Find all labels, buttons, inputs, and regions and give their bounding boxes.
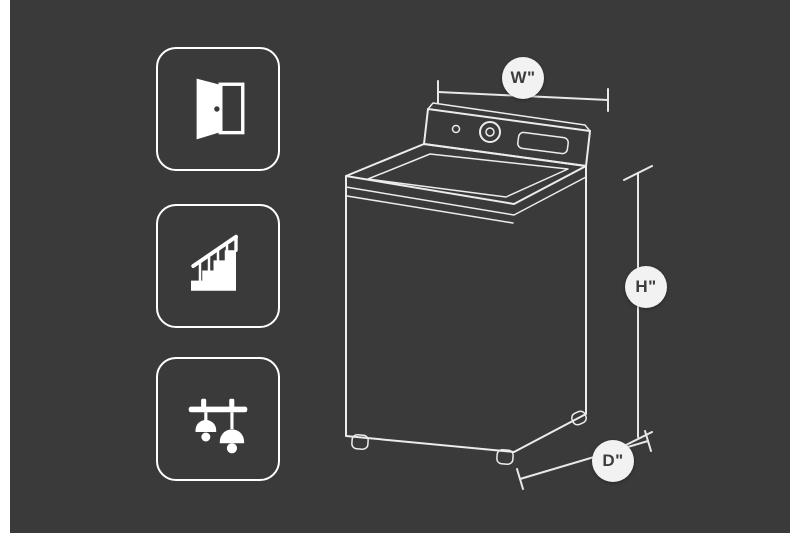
width-badge: W" xyxy=(502,57,544,99)
staircase-tile xyxy=(156,204,280,328)
open-door-tile xyxy=(156,47,280,171)
dark-background-panel xyxy=(10,0,790,533)
ceiling-lights-tile xyxy=(156,357,280,481)
staircase-icon xyxy=(191,234,238,291)
ceiling-lights-icon xyxy=(188,398,248,454)
height-badge: H" xyxy=(625,266,667,308)
open-door-icon xyxy=(196,78,245,140)
depth-badge: D" xyxy=(592,440,634,482)
